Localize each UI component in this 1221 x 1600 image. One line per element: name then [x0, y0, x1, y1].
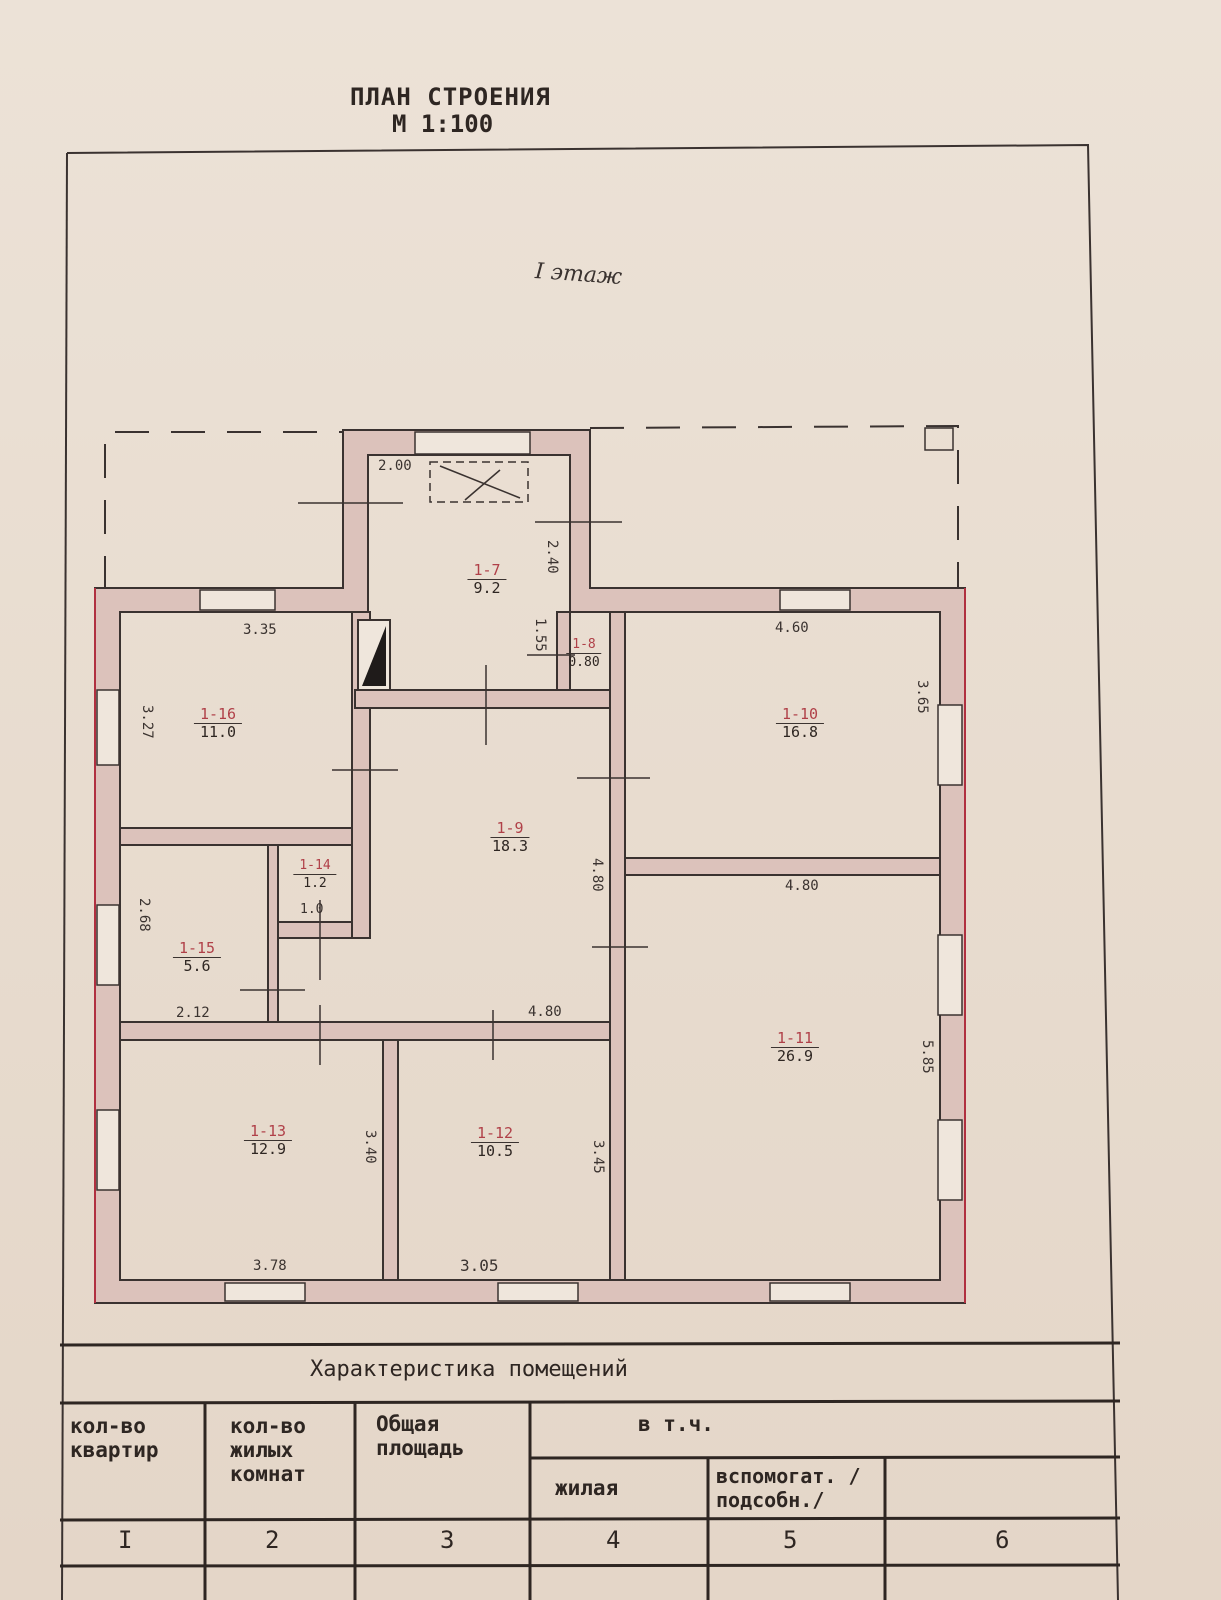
- column-number: 6: [995, 1526, 1010, 1554]
- drawing-scale: М 1:100: [392, 110, 494, 138]
- header-living: жилая: [555, 1476, 619, 1500]
- dim-label: 2.12: [176, 1005, 210, 1021]
- door-marks: [240, 502, 650, 1065]
- column-number: 2: [265, 1526, 280, 1554]
- dim-label: 1.0: [300, 902, 324, 917]
- column-number: I: [118, 1526, 133, 1554]
- header-flats: кол-во квартир: [70, 1414, 159, 1462]
- header-living-rooms: кол-во жилых комнат: [230, 1414, 306, 1486]
- dim-label: 3.35: [243, 622, 277, 638]
- dim-label: 2.00: [378, 458, 412, 474]
- hatch-opening: [429, 461, 529, 503]
- column-number: 4: [606, 1526, 621, 1554]
- header-including: в т.ч.: [638, 1412, 714, 1436]
- dim-label: 3.78: [253, 1258, 287, 1274]
- dim-label: 3.05: [460, 1256, 499, 1275]
- terrace-outline: [104, 424, 959, 590]
- column-number: 3: [440, 1526, 455, 1554]
- windows: [96, 431, 963, 1302]
- table-title: Характеристика помещений: [310, 1357, 628, 1382]
- header-auxiliary: вспомогат. /подсобн./: [716, 1464, 861, 1512]
- interior-walls: [119, 611, 941, 1281]
- dim-label: 4.60: [775, 620, 809, 636]
- dim-label: 4.80: [785, 878, 819, 894]
- column-marker: [924, 427, 954, 451]
- sheet-frame: [66, 143, 1119, 1600]
- dim-label: 4.80: [528, 1004, 562, 1020]
- column-number: 5: [783, 1526, 798, 1554]
- sheet-frame-left: [61, 152, 68, 1600]
- header-total-area: Общая площадь: [376, 1412, 465, 1460]
- drawing-title: ПЛАН СТРОЕНИЯ: [350, 83, 551, 111]
